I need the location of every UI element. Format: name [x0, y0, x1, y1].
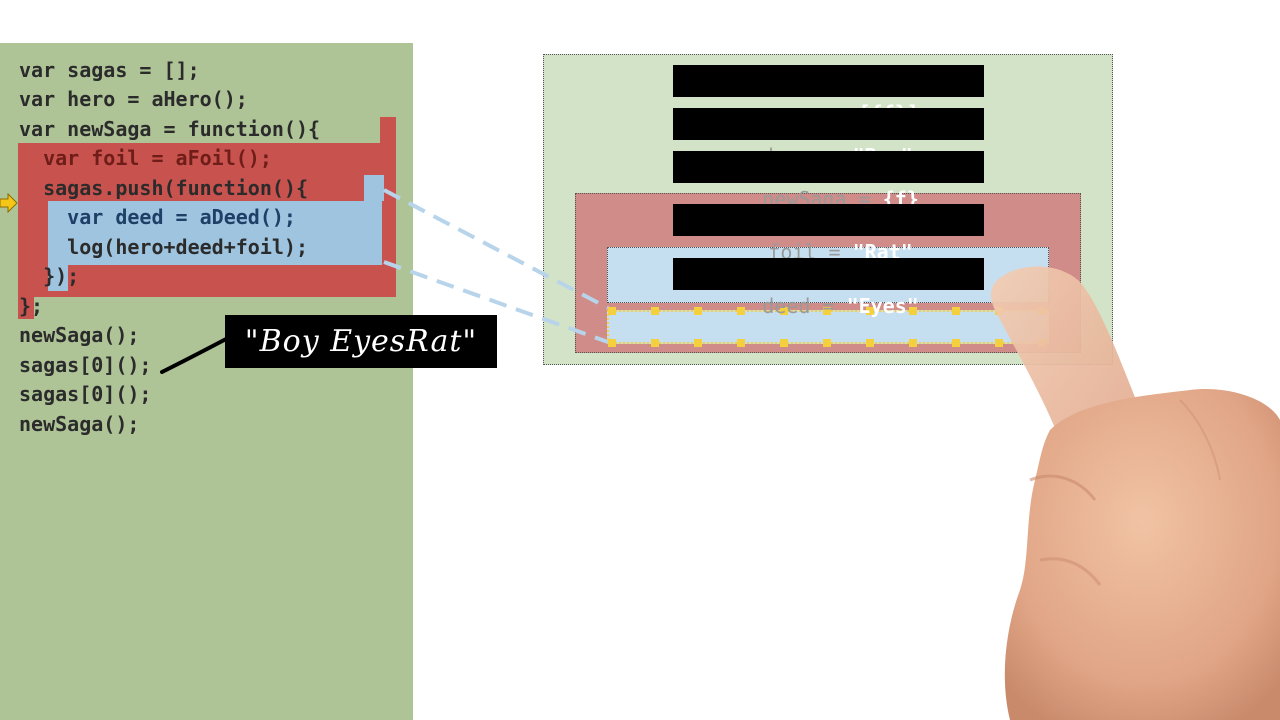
output-annotation: "Boy EyesRat" — [225, 315, 497, 368]
code-line-1: var sagas = []; — [19, 58, 200, 82]
code-line-8: }); — [19, 264, 80, 288]
highlight-dot — [651, 307, 659, 315]
code-line-13: newSaga(); — [19, 412, 140, 436]
highlight-dot — [737, 307, 745, 315]
highlight-dot — [608, 307, 616, 315]
annotation-pointer — [160, 336, 230, 374]
highlight-dot — [737, 339, 745, 347]
highlight-dot — [952, 339, 960, 347]
code-line-6: var deed = aDeed(); — [19, 205, 296, 229]
inner-func-close-highlight — [48, 265, 68, 291]
highlight-dot — [823, 339, 831, 347]
var-box-deed: deed = "Eyes" — [673, 258, 984, 318]
highlight-dot — [694, 339, 702, 347]
newsaga-scope-highlight — [380, 117, 396, 143]
highlight-dot — [823, 307, 831, 315]
code-line-7: log(hero+deed+foil); — [19, 235, 308, 259]
highlight-dot — [995, 339, 1003, 347]
code-line-4: var foil = aFoil(); — [19, 146, 272, 170]
code-line-2: var hero = aHero(); — [19, 87, 248, 111]
var-box-foil: foil = "Rat" — [673, 204, 984, 264]
highlight-dot — [780, 307, 788, 315]
inner-func-body-highlight — [48, 201, 382, 265]
highlight-dot — [651, 339, 659, 347]
highlight-dot — [780, 339, 788, 347]
code-line-9: }; — [19, 294, 44, 318]
output-annotation-text: "Boy EyesRat" — [244, 324, 478, 359]
highlight-dot — [866, 307, 874, 315]
highlight-dot — [952, 307, 960, 315]
code-line-12: sagas[0](); — [19, 382, 152, 406]
inner-func-open-highlight — [364, 175, 384, 201]
highlight-dot — [909, 307, 917, 315]
code-line-5: sagas.push(function(){ — [19, 176, 308, 200]
code-line-11: sagas[0](); — [19, 353, 152, 377]
highlight-dot — [694, 307, 702, 315]
highlight-dot — [866, 339, 874, 347]
highlight-dot — [608, 339, 616, 347]
execution-arrow-icon — [0, 193, 18, 213]
highlight-dot — [909, 339, 917, 347]
var-name: deed — [762, 294, 811, 318]
equals-sign: = — [810, 294, 847, 318]
newsaga-close-highlight — [18, 297, 34, 319]
var-value: "Eyes" — [846, 294, 919, 318]
code-line-10: newSaga(); — [19, 323, 140, 347]
code-line-3: var newSaga = function(){ — [19, 117, 321, 141]
